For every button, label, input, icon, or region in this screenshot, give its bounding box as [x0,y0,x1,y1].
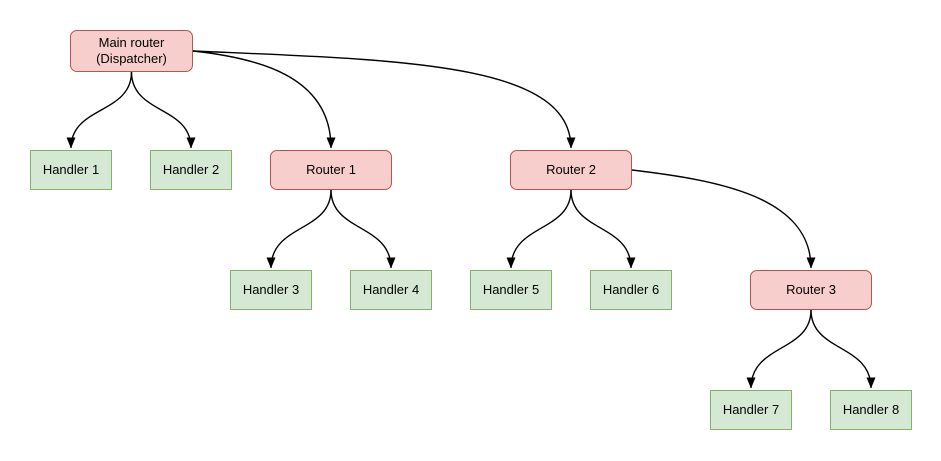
node-handler-1: Handler 1 [30,150,112,190]
node-handler-2: Handler 2 [150,150,232,190]
edge-router-1-to-handler-3 [266,189,332,269]
edge-router-2-to-router-3 [631,169,816,269]
node-label: Handler 2 [162,162,220,177]
node-handler-6: Handler 6 [590,270,672,310]
node-router-1: Router 1 [270,150,392,190]
edge-main-router-to-handler-1 [66,71,133,149]
node-handler-3: Handler 3 [230,270,312,310]
node-label: Main router (Dispatcher) [96,35,167,66]
node-label: Router 3 [786,282,836,297]
edge-router-2-to-handler-5 [506,189,572,269]
node-handler-8: Handler 8 [830,390,912,430]
node-label: Router 1 [306,162,356,177]
edge-router-3-to-handler-7 [746,309,812,389]
node-label: Handler 6 [602,282,660,297]
node-router-2: Router 2 [510,150,632,190]
edge-router-2-to-handler-6 [570,189,636,269]
edge-main-router-to-router-1 [192,50,336,149]
node-label: Handler 5 [482,282,540,297]
edge-router-3-to-handler-8 [810,309,876,389]
node-handler-7: Handler 7 [710,390,792,430]
node-label: Handler 7 [722,402,780,417]
node-label: Handler 4 [362,282,420,297]
edge-main-router-to-handler-2 [130,71,196,149]
node-label: Handler 1 [42,162,100,177]
node-handler-5: Handler 5 [470,270,552,310]
node-label: Router 2 [546,162,596,177]
node-label: Handler 8 [842,402,900,417]
edge-router-1-to-handler-4 [330,189,396,269]
node-handler-4: Handler 4 [350,270,432,310]
node-label: Handler 3 [242,282,300,297]
node-main-router: Main router (Dispatcher) [70,30,193,72]
node-router-3: Router 3 [750,270,872,310]
edge-main-router-to-router-2 [192,50,576,149]
